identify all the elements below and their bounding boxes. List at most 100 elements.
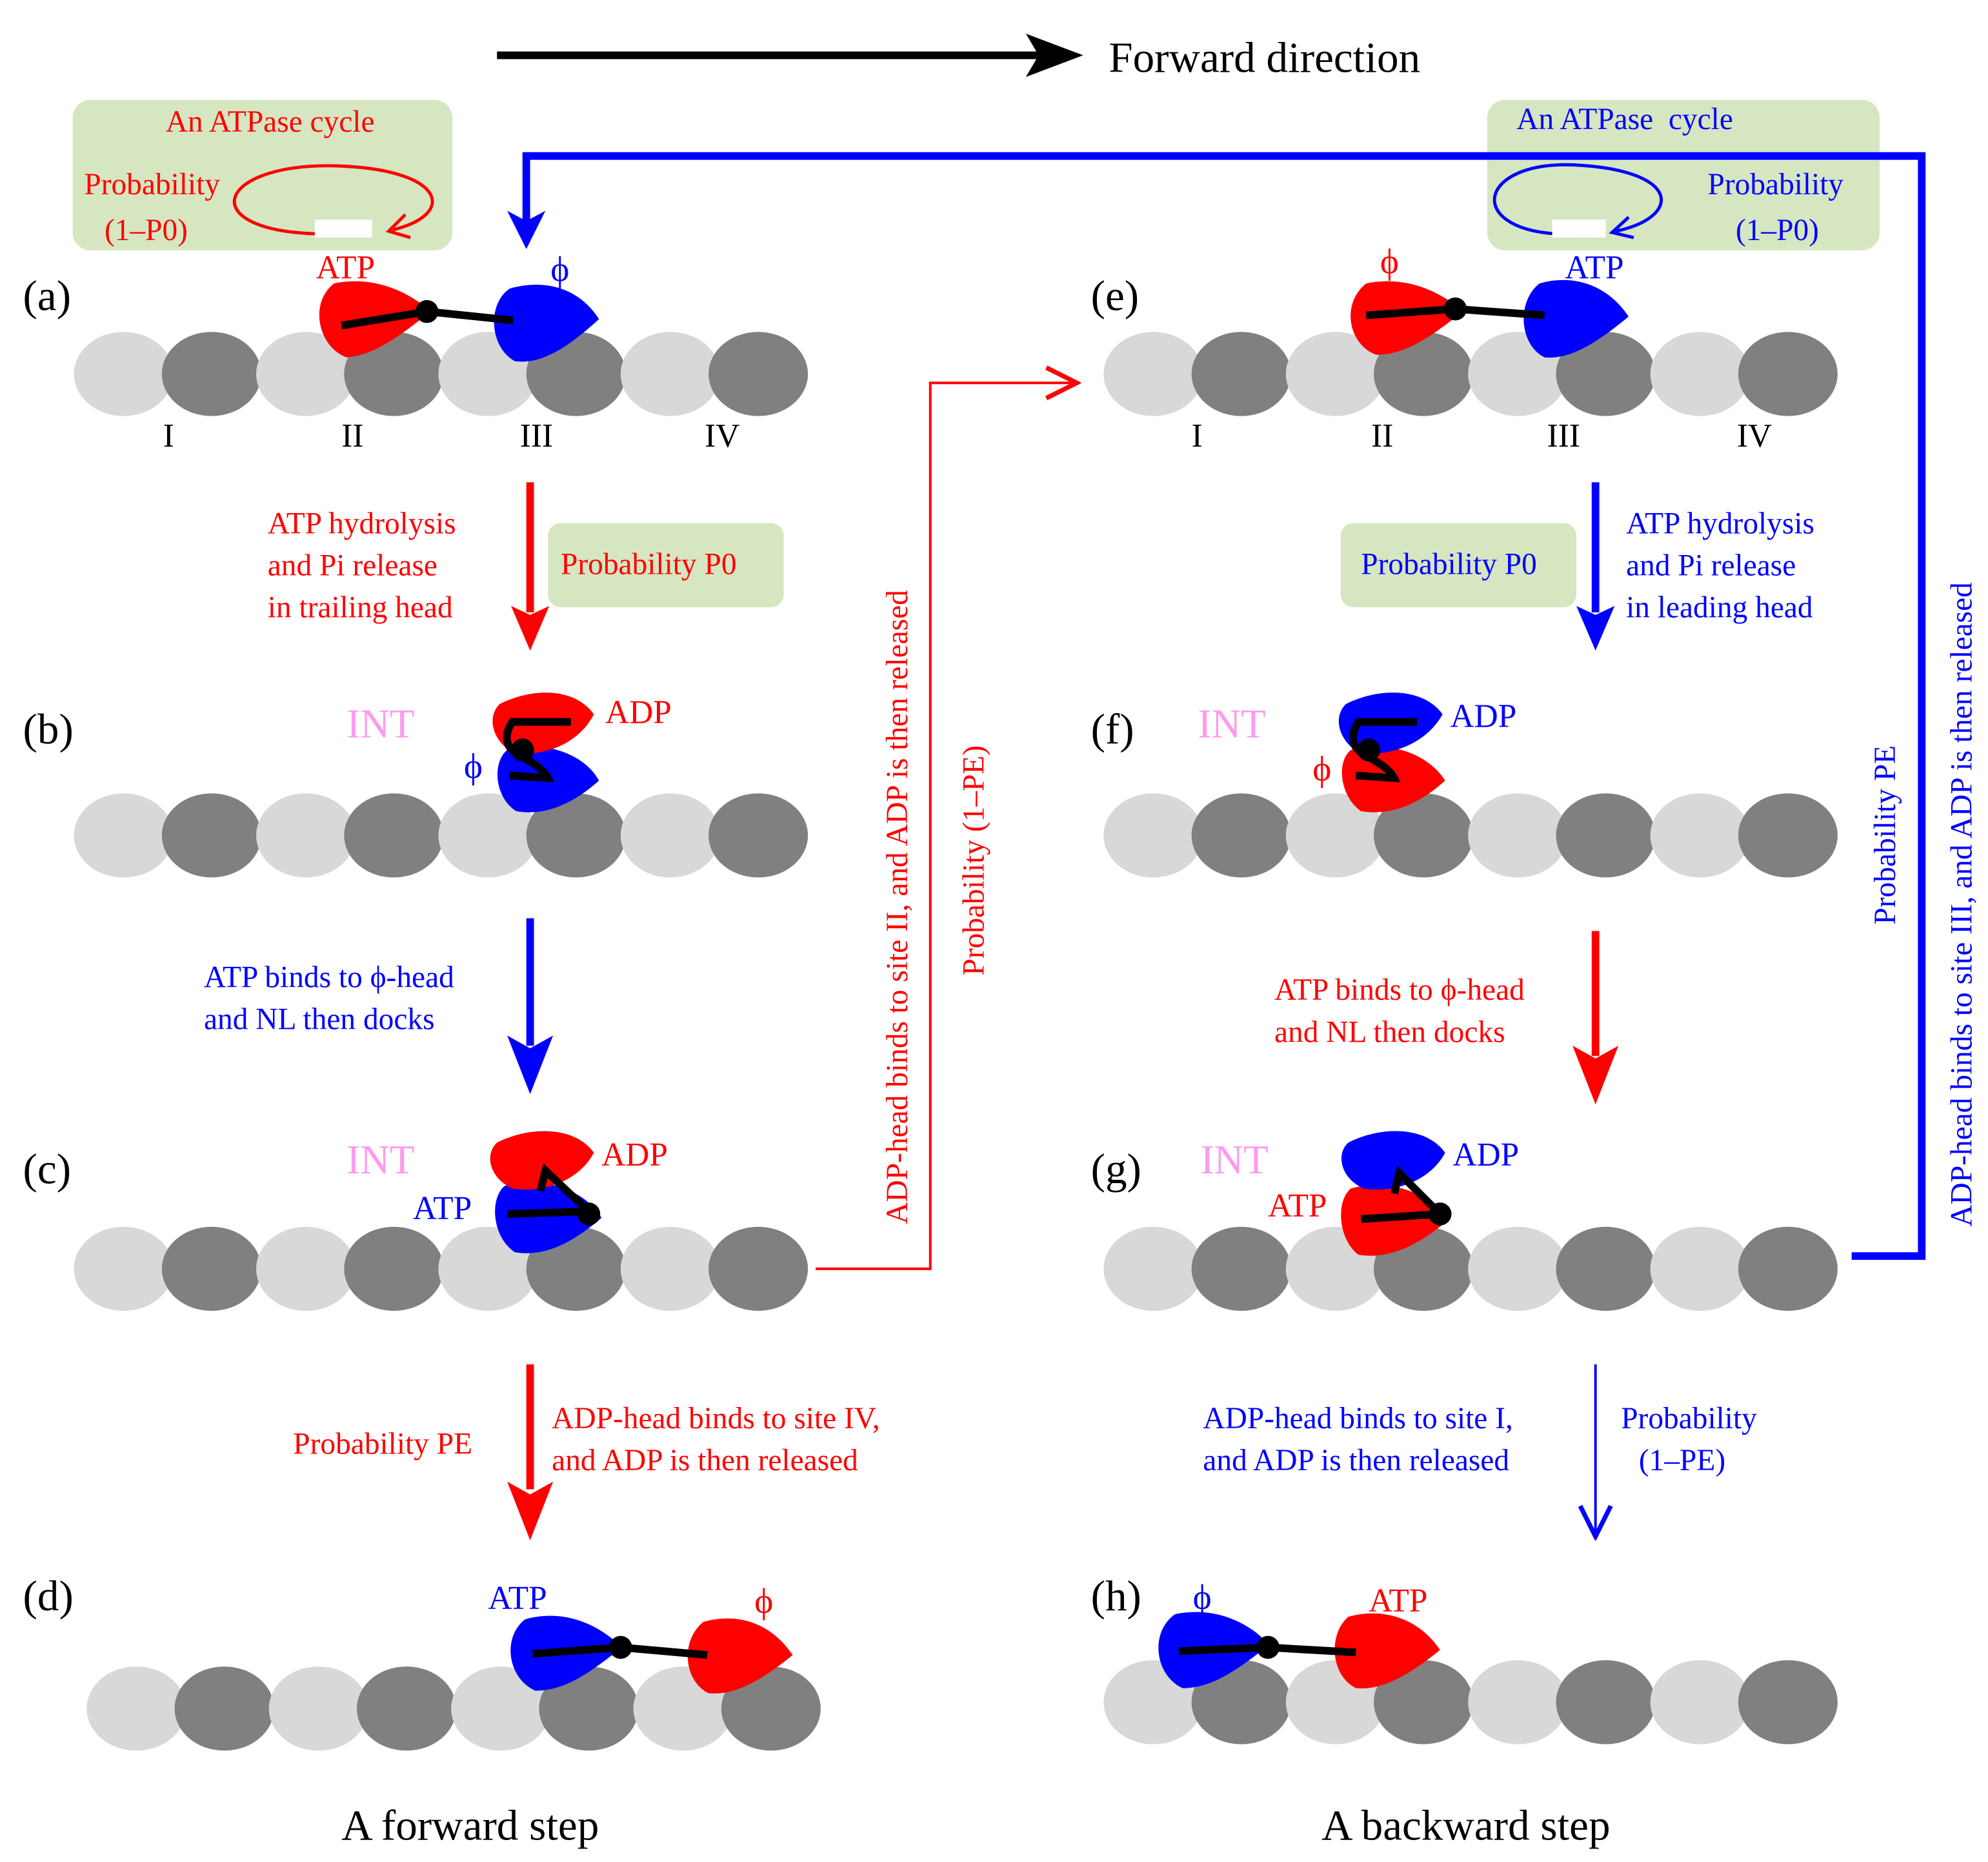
lower-head-label: ϕ [464, 747, 483, 786]
transition-c-e-line2: Probability (1–PE) [958, 745, 991, 976]
tubulin-light [1650, 1660, 1750, 1745]
atpase-cycle-prob-right: Probability [1708, 168, 1844, 201]
tubulin-dark [1374, 793, 1474, 878]
tubulin-light [620, 332, 720, 416]
panel-h: (h) ϕ ATP [1091, 1572, 1838, 1745]
tubulin-dark [1191, 793, 1291, 878]
tubulin-light [438, 793, 538, 878]
neck-linker [1365, 305, 1456, 319]
prob-box-e-f [1340, 523, 1577, 607]
tubulin-dark [1374, 1660, 1474, 1745]
prob-text-e-f: Probability P0 [1361, 548, 1537, 582]
panel-c-label: (c) [23, 1145, 72, 1193]
forward-direction-label: Forward direction [1109, 33, 1420, 81]
site-label-I: I [1192, 418, 1203, 454]
tubulin-dark [1738, 1226, 1838, 1311]
arrow-a-to-b-head [510, 605, 550, 651]
tubulin-light [620, 1226, 720, 1311]
tubulin-light [620, 793, 720, 878]
transition-e-f-line2: and Pi release [1626, 549, 1796, 582]
upper-head-label: ADP [601, 1137, 668, 1173]
atpase-cycle-prob-left: Probability [84, 168, 220, 201]
transition-f-g-line2: and NL then docks [1274, 1015, 1505, 1049]
motor-head-leading [687, 1618, 793, 1694]
tubulin-light [1285, 332, 1385, 416]
tubulin-dark [1191, 1226, 1291, 1311]
neck-junction [577, 1202, 601, 1226]
head-left-label: ATP [316, 249, 375, 286]
transition-c-d-line2: and ADP is then released [552, 1444, 858, 1477]
neck-junction [415, 299, 439, 323]
panel-f: (f) INT ADP ϕ [1091, 693, 1838, 878]
upper-head-label: ADP [1451, 698, 1517, 735]
feedback-path-arrowhead [507, 210, 546, 249]
neck-junction [1256, 1635, 1280, 1659]
tubulin-dark [1191, 332, 1291, 416]
tubulin-dark [344, 793, 444, 878]
tubulin-light [256, 793, 356, 878]
atpase-cycle-title-left: An ATPase cycle [166, 105, 375, 139]
int-label-g: INT [1200, 1137, 1268, 1182]
neck-linker [1267, 1643, 1356, 1657]
arrow-b-to-c-head [507, 1035, 554, 1095]
neck-linker [341, 307, 428, 330]
transition-c-d-prob: Probability PE [293, 1427, 472, 1461]
cycle-loop-gap-left [314, 219, 372, 238]
cycle-loop-arrow-left [232, 164, 434, 236]
neck-linker [620, 1643, 708, 1659]
panel-g: (g) INT ADP ATP [1091, 1131, 1838, 1311]
tubulin-dark [721, 1666, 821, 1751]
tubulin-dark [1374, 332, 1474, 416]
transition-b-c-line1: ATP binds to ϕ-head [204, 960, 454, 994]
cycle-loop-arrow-right [1492, 163, 1663, 236]
arrow-e-to-f-head [1576, 605, 1615, 651]
motor-head-detached [1341, 1131, 1445, 1190]
arrow-c-to-d-head [507, 1481, 554, 1541]
atpase-cycle-box-right [1487, 99, 1880, 250]
neck-junction [1428, 1202, 1452, 1226]
transition-c-e-line1: ADP-head binds to site II, and ADP is th… [881, 590, 914, 1224]
motor-head-detached [490, 1131, 594, 1190]
int-label-f: INT [1198, 701, 1266, 746]
tubulin-dark [344, 332, 444, 416]
panel-d: (d) ATP ϕ [23, 1572, 821, 1751]
tubulin-light [256, 1226, 356, 1311]
tubulin-dark [357, 1666, 457, 1751]
head-right-label: ATP [1369, 1583, 1427, 1619]
panel-f-label: (f) [1091, 705, 1134, 753]
upper-head-label: ADP [605, 694, 672, 731]
tubulin-light [74, 1226, 174, 1311]
head-right-label: ϕ [754, 1581, 773, 1621]
forward-direction-arrowhead [1025, 34, 1083, 77]
head-left-label: ϕ [1380, 241, 1399, 281]
panel-e: (e) I II III IV ϕ ATP [1091, 241, 1838, 454]
tubulin-light [1650, 332, 1750, 416]
head-right-label: ϕ [550, 249, 569, 288]
tubulin-light [1103, 793, 1203, 878]
cycle-loop-arrowhead-left [385, 213, 411, 239]
feedback-path-g-to-a [522, 152, 1926, 1260]
neck-linker-docked [507, 1163, 598, 1218]
neck-linker [427, 307, 514, 325]
transition-a-b-line3: in trailing head [268, 591, 453, 625]
tubulin-dark [708, 1226, 808, 1311]
tubulin-dark [161, 793, 261, 878]
tubulin-light [74, 793, 174, 878]
microtubule-track-a [74, 332, 808, 416]
microtubule-track-g [1103, 1226, 1838, 1311]
lower-head-label: ATP [1268, 1188, 1327, 1224]
atpase-cycle-title-right: An ATPase cycle [1516, 103, 1733, 136]
microtubule-track-b [74, 793, 808, 878]
tubulin-dark [344, 1226, 444, 1311]
transition-g-h-prob1: Probability [1621, 1402, 1757, 1435]
tubulin-dark [161, 332, 261, 416]
panel-g-label: (g) [1091, 1145, 1141, 1193]
neck-linker [1178, 1643, 1269, 1655]
panel-c: (c) INT ADP ATP [23, 1131, 808, 1311]
tubulin-light [451, 1666, 551, 1751]
motor-head-leading [1334, 1613, 1440, 1689]
int-label-b: INT [346, 701, 414, 746]
tubulin-dark [1191, 1660, 1291, 1745]
tubulin-dark [1738, 332, 1838, 416]
